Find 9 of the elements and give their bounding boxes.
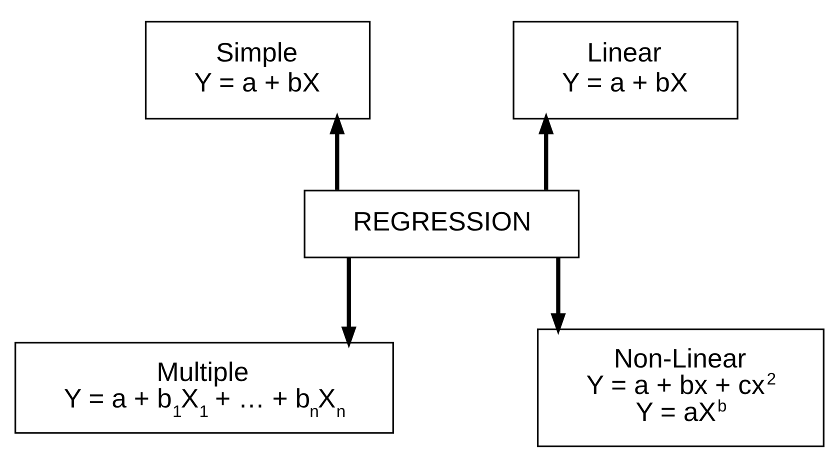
node-box: Multiple Y = a + b$_{1}$X$_{1}$ + … + b$_{n}$X$_{n}$ <box>14 341 394 434</box>
arrow <box>330 112 345 190</box>
node-box: Simple Y = a + bX <box>144 20 371 119</box>
node-box: Non-Linear Y = a + bx + cx$^{2}$ Y = aX$^{b}$ <box>536 328 824 447</box>
node-box: REGRESSION <box>304 189 580 258</box>
arrow <box>538 112 554 190</box>
arrow <box>341 257 356 348</box>
arrow <box>550 257 566 335</box>
node-box: Linear Y = a + bX <box>512 20 738 119</box>
